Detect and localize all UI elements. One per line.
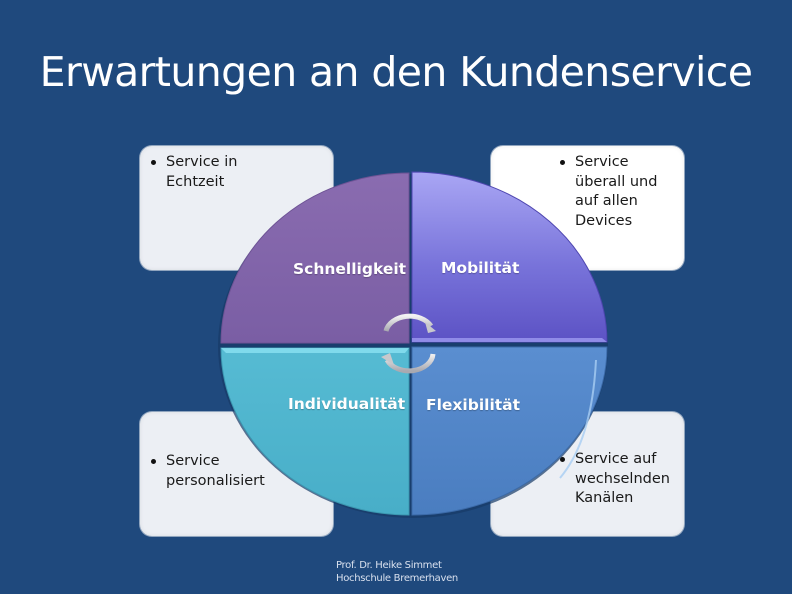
slide-title: Erwartungen an den Kundenservice bbox=[39, 48, 753, 96]
cycle-arrows-icon bbox=[381, 313, 436, 374]
quadrant-mobilitaet bbox=[411, 171, 608, 343]
bullet-item: Service auf wechselnden Kanälen bbox=[557, 450, 685, 509]
bullet-item: Service personalisiert bbox=[148, 452, 286, 491]
quadrant-label-schnelligkeit: Schnelligkeit bbox=[293, 260, 407, 278]
bullet-item: Service überall und auf allen Devices bbox=[557, 153, 675, 231]
quadrant-schnelligkeit bbox=[220, 172, 410, 344]
footer: Prof. Dr. Heike Simmet Hochschule Bremer… bbox=[336, 559, 458, 585]
quadrant-label-individualitaet: Individualität bbox=[288, 395, 406, 413]
quadrant-label-flexibilitaet: Flexibilität bbox=[426, 396, 521, 414]
quadrant-individualitaet bbox=[220, 347, 410, 516]
footer-author: Prof. Dr. Heike Simmet bbox=[336, 560, 442, 571]
footer-institution: Hochschule Bremerhaven bbox=[336, 573, 458, 584]
bullet-item: Service in Echtzeit bbox=[148, 153, 276, 192]
quadrant-label-mobilitaet: Mobilität bbox=[441, 259, 520, 277]
quadrant-flexibilitaet bbox=[411, 346, 608, 516]
